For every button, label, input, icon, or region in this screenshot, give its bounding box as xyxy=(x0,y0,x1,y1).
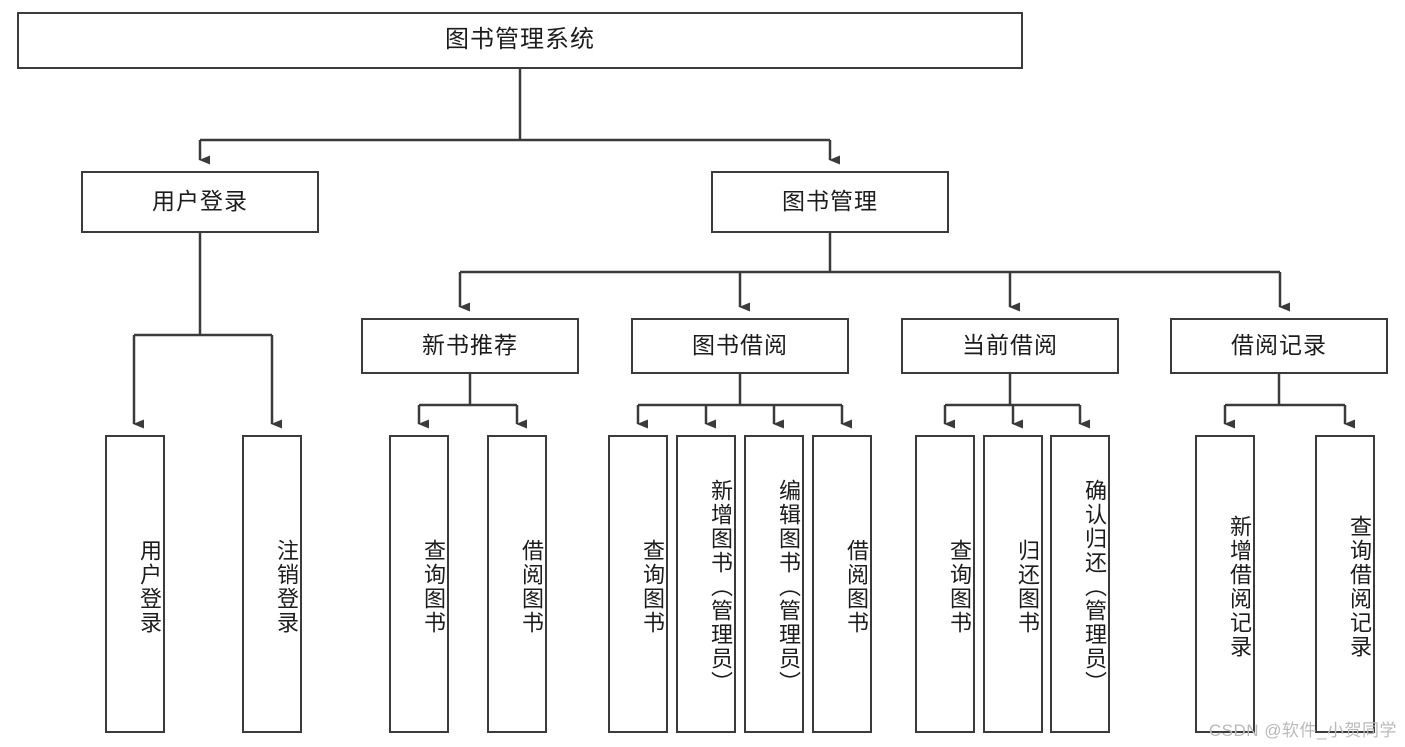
node-label: 确认归还（管理员） xyxy=(1082,479,1107,695)
node-leaf-borrow-book-2[interactable]: 借阅图书 xyxy=(812,435,872,733)
node-label: 查询图书 xyxy=(421,539,446,635)
node-label: 图书管理系统 xyxy=(445,26,595,54)
node-label: 用户登录 xyxy=(137,539,162,635)
csdn-watermark: CSDN @软件_小贺同学 xyxy=(1208,721,1397,740)
node-leaf-borrow-book-1[interactable]: 借阅图书 xyxy=(487,435,547,733)
node-label: 当前借阅 xyxy=(962,332,1058,359)
node-label: 借阅记录 xyxy=(1231,332,1327,359)
node-current-borrow[interactable]: 当前借阅 xyxy=(901,318,1119,374)
node-label: 图书管理 xyxy=(782,188,878,215)
node-leaf-confirm-return[interactable]: 确认归还（管理员） xyxy=(1050,435,1110,733)
node-label: 图书借阅 xyxy=(692,332,788,359)
node-leaf-add-book[interactable]: 新增图书（管理员） xyxy=(676,435,736,733)
node-label: 借阅图书 xyxy=(519,539,544,635)
node-leaf-query-book-1[interactable]: 查询图书 xyxy=(389,435,449,733)
node-book-borrow[interactable]: 图书借阅 xyxy=(631,318,849,374)
node-leaf-query-book-2[interactable]: 查询图书 xyxy=(608,435,668,733)
node-label: 借阅图书 xyxy=(844,539,869,635)
node-label: 用户登录 xyxy=(152,188,248,215)
node-leaf-query-record[interactable]: 查询借阅记录 xyxy=(1315,435,1375,733)
node-label: 查询图书 xyxy=(947,539,972,635)
node-label: 归还图书 xyxy=(1015,539,1040,635)
node-new-book-recommend[interactable]: 新书推荐 xyxy=(361,318,579,374)
node-leaf-add-record[interactable]: 新增借阅记录 xyxy=(1195,435,1255,733)
node-label: 新增借阅记录 xyxy=(1227,515,1252,659)
node-borrow-record[interactable]: 借阅记录 xyxy=(1170,318,1388,374)
node-label: 编辑图书（管理员） xyxy=(776,479,801,695)
node-root-library-system[interactable]: 图书管理系统 xyxy=(17,12,1023,69)
node-leaf-return-book[interactable]: 归还图书 xyxy=(983,435,1043,733)
node-label: 注销登录 xyxy=(274,539,299,635)
node-leaf-user-login[interactable]: 用户登录 xyxy=(105,435,165,733)
node-label: 查询借阅记录 xyxy=(1347,515,1372,659)
node-user-login[interactable]: 用户登录 xyxy=(81,171,319,233)
node-leaf-user-logout[interactable]: 注销登录 xyxy=(242,435,302,733)
node-leaf-edit-book[interactable]: 编辑图书（管理员） xyxy=(744,435,804,733)
node-book-manage[interactable]: 图书管理 xyxy=(711,171,949,233)
node-label: 新增图书（管理员） xyxy=(708,479,733,695)
node-label: 新书推荐 xyxy=(422,332,518,359)
node-leaf-query-book-3[interactable]: 查询图书 xyxy=(915,435,975,733)
node-label: 查询图书 xyxy=(640,539,665,635)
